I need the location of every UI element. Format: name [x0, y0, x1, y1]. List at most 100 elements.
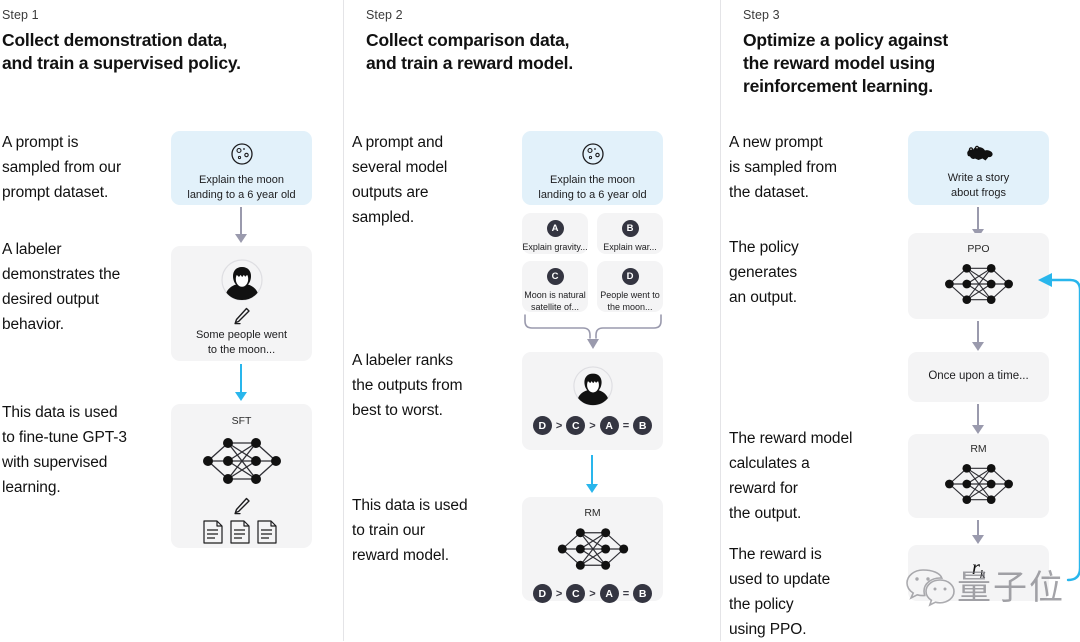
neural-network-icon	[557, 528, 628, 570]
labeler-caption-1-line1: Some people went	[195, 329, 288, 341]
step-label-2: Step 2	[366, 8, 403, 22]
step-title-2-line1: Collect comparison data,	[366, 30, 570, 50]
prompt-caption-2: Explain the moon landing to a 6 year old	[522, 173, 663, 203]
paragraph-3-1: A new prompt is sampled from the dataset…	[729, 134, 837, 202]
paragraph-1-3: This data is used to fine-tune GPT-3 wit…	[2, 404, 127, 497]
neural-network-icon	[202, 438, 281, 484]
labeler-caption-1: Some people went to the moon...	[171, 328, 312, 358]
paragraph-3-2: The policy generates an output.	[729, 239, 799, 307]
arrow-6-line	[977, 404, 979, 427]
arrow-4-line	[977, 207, 979, 231]
prompt-card-3: Write a story about frogs	[908, 131, 1049, 205]
rank-rm-item-1: >	[555, 587, 563, 600]
prompt-caption-1-line1: Explain the moon	[199, 174, 284, 186]
output-card-a: A Explain gravity...	[522, 213, 588, 254]
output-text-a: Explain gravity...	[522, 242, 588, 252]
rank-rm-item-6: B	[633, 584, 653, 603]
output-badge-c: C	[546, 268, 564, 285]
labeler-card-1: Some people went to the moon...	[171, 246, 312, 361]
step-label-3: Step 3	[743, 8, 780, 22]
rank-item-3: >	[589, 419, 596, 432]
arrow-2-line	[240, 364, 242, 394]
rank-rm-item-3: >	[589, 587, 596, 600]
prompt-caption-3-line1: Write a story	[947, 172, 1010, 184]
pencil-icon	[233, 497, 250, 515]
output-card-d: D People went to the moon...	[597, 261, 663, 312]
ranking-card: D > C > A = B	[522, 352, 663, 450]
arrow-7-line	[977, 520, 979, 537]
prompt-caption-1: Explain the moon landing to a 6 year old	[171, 173, 312, 203]
step-title-3-line3: reinforcement learning.	[743, 76, 933, 97]
arrow-6-head	[972, 425, 984, 434]
output-badge-d: D	[621, 268, 639, 285]
step-title-1-line2: and train a supervised policy.	[2, 53, 241, 74]
output-card-b: B Explain war...	[597, 213, 663, 254]
step-title-3-line1: Optimize a policy against	[743, 30, 949, 50]
policy-output-text: Once upon a time...	[928, 370, 1029, 383]
ranking-row: D > C > A = B	[522, 416, 663, 435]
output-text-b: Explain war...	[603, 242, 657, 252]
moon-icon	[230, 143, 253, 165]
column-step-1: Step 1 Collect demonstration data, and t…	[0, 0, 343, 641]
neural-network-icon	[944, 463, 1013, 505]
prompt-caption-2-line2: landing to a 6 year old	[538, 188, 647, 201]
paragraph-3-4: The reward is used to update the policy …	[729, 546, 831, 639]
arrow-3-head	[586, 484, 598, 493]
column-step-3: Step 3 Optimize a policy against the rew…	[720, 0, 1080, 641]
step-title-1: Collect demonstration data, and train a …	[2, 29, 343, 75]
reward-symbol: rk	[971, 555, 986, 582]
prompt-card-1: Explain the moon landing to a 6 year old	[171, 131, 312, 205]
moon-icon	[581, 143, 604, 165]
prompt-caption-3-line2: about frogs	[950, 186, 1007, 199]
step-title-1-line1: Collect demonstration data,	[2, 30, 228, 50]
ranking-row-rm: D > C > A = B	[522, 584, 663, 603]
paragraph-2-1: A prompt and several model outputs are s…	[352, 134, 448, 227]
arrow-3-line	[591, 455, 593, 487]
rank-rm-item-2: C	[566, 584, 586, 603]
rank-rm-item-4: A	[599, 584, 619, 603]
paragraph-1-2: A labeler demonstrates the desired outpu…	[2, 241, 121, 334]
step-label-1: Step 1	[2, 8, 39, 22]
rm-card-3: RM	[908, 434, 1049, 518]
step-title-3: Optimize a policy against the reward mod…	[743, 29, 1080, 98]
column-step-2: Step 2 Collect comparison data, and trai…	[343, 0, 720, 641]
rank-rm-item-0: D	[532, 584, 552, 603]
output-badge-a: A	[546, 220, 564, 237]
rank-item-4: A	[599, 416, 619, 435]
output-badge-b: B	[621, 220, 639, 237]
step-title-2-line2: and train a reward model.	[366, 53, 573, 74]
sft-title: SFT	[231, 415, 252, 427]
prompt-caption-2-line1: Explain the moon	[550, 174, 635, 186]
paragraph-2-2: A labeler ranks the outputs from best to…	[352, 352, 463, 420]
labeler-avatar-icon	[220, 259, 263, 301]
prompt-card-2: Explain the moon landing to a 6 year old	[522, 131, 663, 205]
policy-output-card: Once upon a time...	[908, 352, 1049, 402]
arrow-5-head	[972, 342, 984, 351]
rm-card-2: RM D > C > A	[522, 497, 663, 603]
ppo-card: PPO	[908, 233, 1049, 319]
feedback-loop-arrow	[1038, 273, 1080, 582]
rank-rm-item-5: =	[622, 587, 630, 600]
sft-card: SFT	[171, 404, 312, 548]
rank-item-1: >	[555, 419, 563, 432]
paragraph-1-1: A prompt is sampled from our prompt data…	[2, 134, 122, 202]
output-text-c: Moon is natural satellite of...	[524, 290, 586, 313]
output-text-d: People went to the moon...	[600, 290, 660, 313]
rm-title-2: RM	[584, 507, 601, 519]
prompt-caption-1-line2: landing to a 6 year old	[187, 188, 296, 201]
arrow-1-line	[240, 207, 242, 236]
labeler-caption-1-line2: to the moon...	[207, 343, 276, 356]
output-card-c: C Moon is natural satellite of...	[522, 261, 588, 312]
arrow-1-head	[235, 234, 247, 243]
pencil-icon	[233, 307, 250, 325]
labeler-avatar-icon	[572, 366, 613, 406]
prompt-caption-3: Write a story about frogs	[908, 171, 1049, 201]
rank-item-6: B	[633, 416, 653, 435]
step-title-2: Collect comparison data, and train a rew…	[366, 29, 720, 75]
arrow-5-line	[977, 321, 979, 344]
step-title-3-line2: the reward model using	[743, 53, 936, 74]
paragraph-2-3: This data is used to train our reward mo…	[352, 497, 468, 565]
neural-network-icon	[944, 263, 1013, 305]
rm-title-3: RM	[970, 443, 987, 455]
